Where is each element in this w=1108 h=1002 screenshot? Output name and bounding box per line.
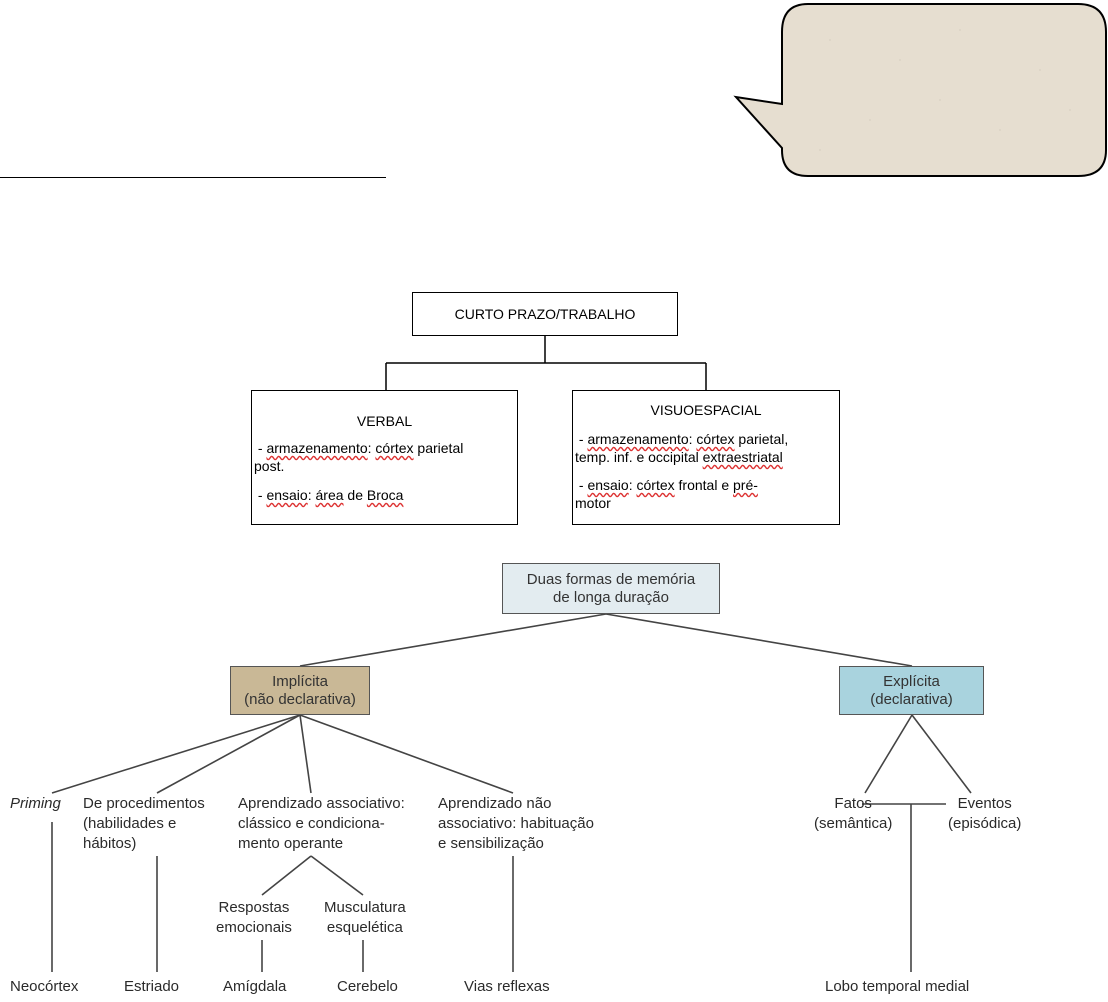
explicit-line2: (declarativa) (870, 690, 953, 708)
facts-line-1: Fatos (834, 795, 872, 812)
visuospatial-rehearsal-word2: pré- (733, 477, 758, 493)
priming-node: Priming (10, 794, 61, 814)
emotional-line-1: Respostas (218, 899, 290, 916)
verbal-rehearsal-mid: de (343, 487, 367, 503)
leaf-striatum: Estriado (124, 978, 180, 995)
associative-line-1: Aprendizado associativo: (238, 795, 405, 812)
speech-callout (733, 3, 1107, 177)
facts-node: Fatos (semântica) (814, 794, 892, 834)
callout-texture (819, 29, 1071, 151)
visuospatial-title: VISUOESPACIAL (650, 402, 762, 418)
priming-label: Priming (10, 795, 61, 812)
divider-line (0, 177, 386, 178)
verbal-storage-label: armazenamento (266, 440, 368, 456)
long-term-root-box: Duas formas de memória de longa duração (502, 563, 720, 614)
visuospatial-storage-label: armazenamento (587, 431, 689, 447)
verbal-title: VERBAL (356, 413, 413, 429)
short-term-root-label: CURTO PRAZO/TRABALHO (454, 306, 636, 322)
leaf-medial-temporal-lobe: Lobo temporal medial (825, 978, 970, 995)
emotional-node: Respostas emocionais (216, 898, 292, 938)
leaf-cerebellum: Cerebelo (337, 978, 398, 995)
visuospatial-storage-rest: parietal, (734, 431, 789, 447)
events-node: Eventos (episódica) (948, 794, 1021, 834)
visuospatial-rehearsal-line: - ensaio: córtex frontal e pré- (575, 477, 758, 493)
verbal-storage-rest: parietal (413, 440, 464, 456)
procedural-node: De procedimentos (habilidades e hábitos) (83, 794, 205, 854)
visuospatial-storage-line: - armazenamento: córtex parietal, (575, 431, 789, 447)
explicit-box: Explícita (declarativa) (839, 666, 984, 715)
visuospatial-rehearsal-cont: motor (575, 495, 611, 511)
verbal-storage-cont: post. (254, 458, 285, 474)
associative-line-3: mento operante (238, 835, 344, 852)
nonassociative-node: Aprendizado não associativo: habituação … (438, 794, 594, 854)
skeletal-line-1: Musculatura (324, 899, 406, 916)
skeletal-node: Musculatura esquelética (324, 898, 406, 938)
associative-line-2: clássico e condiciona- (238, 815, 385, 832)
events-line-2: (episódica) (948, 815, 1022, 832)
verbal-storage-word: córtex (375, 440, 414, 456)
visuospatial-storage-cont-a: temp. inf. e occipital (575, 449, 703, 465)
procedural-line-3: hábitos) (83, 835, 137, 852)
long-term-root-line1: Duas formas de memória (526, 570, 696, 588)
verbal-rehearsal-word: área (315, 487, 344, 503)
implicit-line2: (não declarativa) (244, 690, 356, 708)
visuospatial-storage-sep: : (688, 431, 697, 447)
facts-line-2: (semântica) (814, 815, 893, 832)
skeletal-line-2: esquelética (326, 919, 403, 936)
leaf-reflex-pathways: Vias reflexas (464, 978, 550, 995)
procedural-line-1: De procedimentos (83, 795, 205, 812)
procedural-line-2: (habilidades e (83, 815, 177, 832)
nonassociative-line-1: Aprendizado não (438, 795, 552, 812)
events-line-1: Eventos (957, 795, 1012, 812)
visuospatial-storage-cont-word: extraestriatal (702, 449, 783, 465)
nonassociative-line-3: e sensibilização (438, 835, 544, 852)
visuospatial-rehearsal-label: ensaio (587, 477, 629, 493)
verbal-rehearsal-sep: : (307, 487, 316, 503)
visuospatial-rehearsal-sep: : (628, 477, 637, 493)
nonassociative-line-2: associativo: habituação (438, 815, 594, 832)
visuospatial-box: VISUOESPACIAL - armazenamento: córtex pa… (572, 390, 840, 525)
long-term-root-line2: de longa duração (553, 588, 669, 606)
verbal-rehearsal-line: - ensaio: área de Broca (254, 487, 404, 503)
emotional-line-2: emocionais (216, 919, 292, 936)
verbal-box: VERBAL - armazenamento: córtex parietal … (251, 390, 518, 525)
leaf-neocortex: Neocórtex (10, 978, 79, 995)
verbal-storage-sep: : (367, 440, 376, 456)
verbal-rehearsal-label: ensaio (266, 487, 308, 503)
implicit-line1: Implícita (272, 672, 328, 690)
verbal-storage-line: - armazenamento: córtex parietal (254, 440, 464, 456)
short-term-root-box: CURTO PRAZO/TRABALHO (412, 292, 678, 336)
explicit-line1: Explícita (883, 672, 940, 690)
visuospatial-storage-cont: temp. inf. e occipital extraestriatal (575, 449, 839, 466)
visuospatial-rehearsal-word: córtex (636, 477, 675, 493)
leaf-amygdala: Amígdala (223, 978, 287, 995)
implicit-box: Implícita (não declarativa) (230, 666, 370, 715)
associative-node: Aprendizado associativo: clássico e cond… (238, 794, 405, 854)
verbal-rehearsal-word2: Broca (366, 487, 404, 503)
visuospatial-storage-word: córtex (696, 431, 735, 447)
visuospatial-rehearsal-mid: frontal e (674, 477, 733, 493)
